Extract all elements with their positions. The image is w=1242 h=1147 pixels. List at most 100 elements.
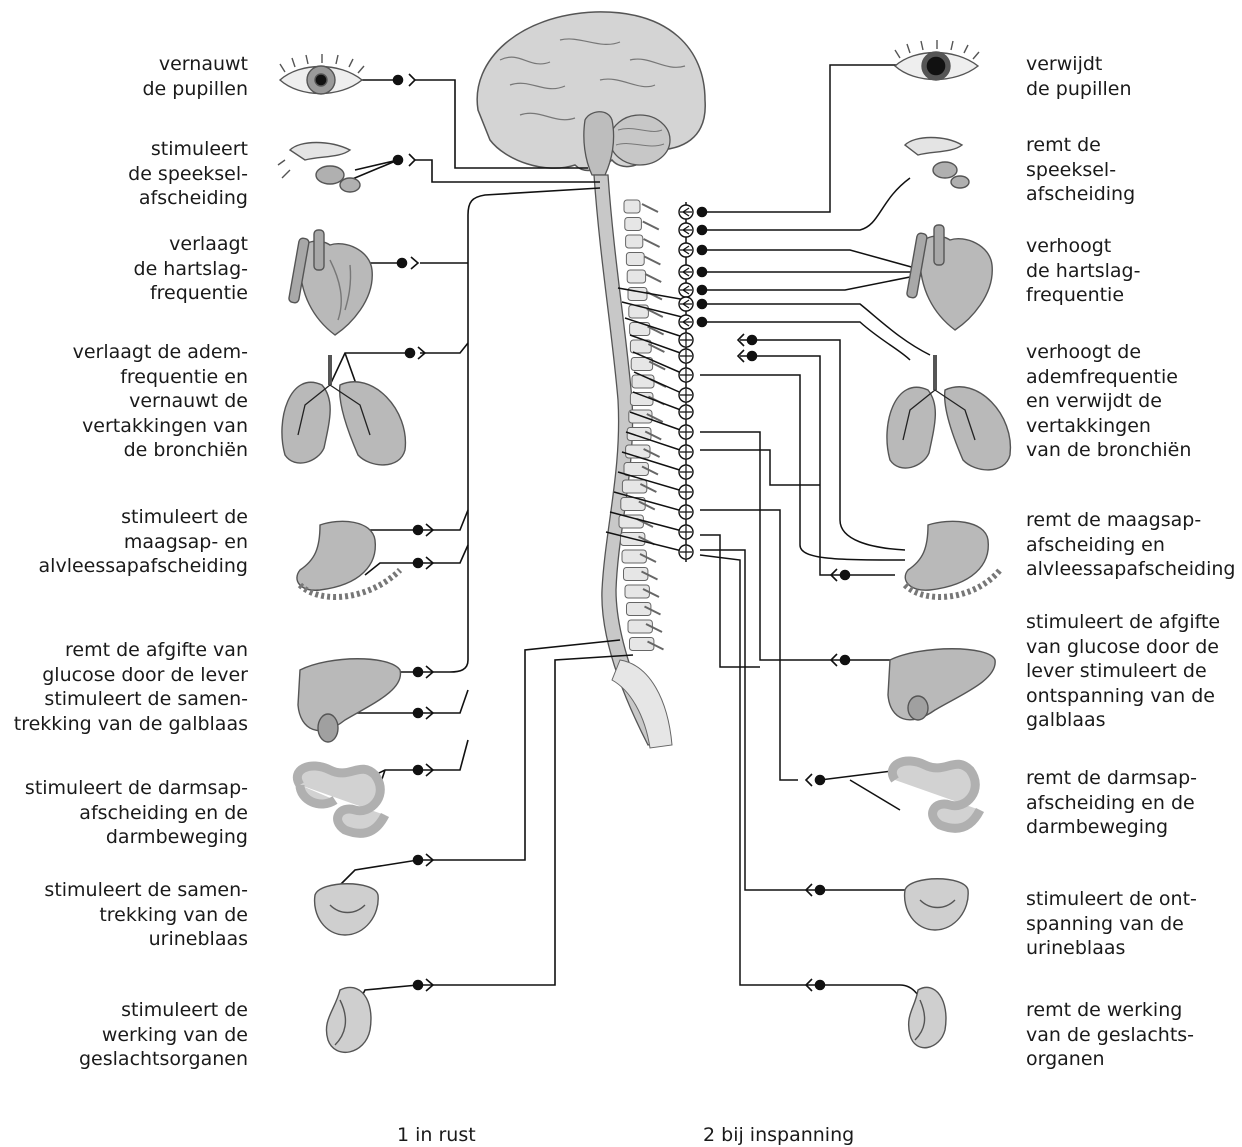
label-line: glucose door de lever: [14, 663, 248, 688]
label-line: verlaagt: [134, 232, 248, 257]
heart-left: [288, 230, 372, 335]
vertebra: [624, 200, 640, 213]
left-organs: [278, 54, 405, 1052]
right-effect-label: stimuleert de ont-spanning van deurinebl…: [1026, 887, 1197, 961]
eye-right: [895, 40, 979, 80]
right-organs: [887, 40, 1011, 1048]
label-line: vertakkingen van: [73, 414, 248, 439]
label-line: darmbeweging: [1026, 815, 1197, 840]
label-line: frequentie en: [73, 365, 248, 390]
vertebra-process: [642, 204, 658, 212]
bladder-right: [905, 879, 969, 930]
label-line: afscheiding en de: [1026, 791, 1197, 816]
label-line: remt de: [1026, 133, 1135, 158]
right-effect-label: verwijdtde pupillen: [1026, 52, 1132, 101]
label-line: frequentie: [134, 281, 248, 306]
label-line: remt de werking: [1026, 998, 1194, 1023]
label-line: darmbeweging: [25, 825, 248, 850]
label-line: organen: [1026, 1047, 1194, 1072]
vertebra: [627, 270, 645, 283]
caption-rest: 1 in rust: [397, 1124, 476, 1146]
label-line: stimuleert de afgifte: [1026, 610, 1220, 635]
intestine-right: [892, 761, 980, 828]
label-line: verwijdt: [1026, 52, 1132, 77]
vertebra-process: [644, 239, 660, 247]
label-line: stimuleert: [128, 137, 248, 162]
label-line: geslachtsorganen: [79, 1047, 248, 1072]
label-line: stimuleert de darmsap-: [25, 776, 248, 801]
label-line: stimuleert de ont-: [1026, 887, 1197, 912]
label-line: trekking van de galblaas: [14, 712, 248, 737]
label-line: de pupillen: [142, 77, 248, 102]
vertebra: [625, 218, 642, 231]
label-line: alvleessapafscheiding: [39, 554, 248, 579]
vertebra-process: [643, 222, 659, 230]
label-line: en verwijdt de: [1026, 389, 1191, 414]
label-line: de pupillen: [1026, 77, 1132, 102]
label-line: stimuleert de samen-: [14, 687, 248, 712]
lungs-left: [282, 355, 406, 465]
brain: [477, 12, 705, 175]
label-line: ontspanning van de: [1026, 684, 1220, 709]
label-line: afscheiding en de: [25, 801, 248, 826]
caption-exercise: 2 bij inspanning: [703, 1124, 854, 1146]
left-effect-label: remt de afgifte vanglucose door de lever…: [14, 638, 248, 736]
label-line: verhoogt: [1026, 234, 1140, 259]
salivary-gland-left: [278, 143, 360, 193]
label-line: remt de afgifte van: [14, 638, 248, 663]
vertebra: [624, 568, 648, 581]
left-effect-label: verlaagt de adem-frequentie envernauwt d…: [73, 340, 248, 463]
label-line: van de geslachts-: [1026, 1023, 1194, 1048]
liver-left: [298, 659, 400, 742]
label-line: de hartslag-: [134, 257, 248, 282]
label-line: de hartslag-: [1026, 259, 1140, 284]
vertebra: [629, 305, 649, 318]
stomach-right: [905, 521, 1000, 597]
label-line: ademfrequentie: [1026, 365, 1191, 390]
label-line: maagsap- en: [39, 530, 248, 555]
genitals-left: [326, 987, 371, 1052]
vertebra: [632, 375, 654, 388]
vertebra: [627, 603, 651, 616]
vertebra: [625, 585, 649, 598]
vertebra-process: [645, 274, 661, 282]
liver-right: [888, 649, 995, 720]
label-line: speeksel-: [1026, 158, 1135, 183]
label-line: verhoogt de: [1026, 340, 1191, 365]
label-line: afscheiding: [128, 186, 248, 211]
label-line: remt de darmsap-: [1026, 766, 1197, 791]
label-line: vertakkingen: [1026, 414, 1191, 439]
label-line: stimuleert de: [39, 505, 248, 530]
label-line: verlaagt de adem-: [73, 340, 248, 365]
sacrum: [612, 660, 672, 748]
label-line: van glucose door de: [1026, 635, 1220, 660]
label-line: de bronchiën: [73, 438, 248, 463]
label-line: vernauwt de: [73, 389, 248, 414]
label-line: vernauwt: [142, 52, 248, 77]
label-line: afscheiding en: [1026, 533, 1235, 558]
vertebra: [622, 480, 646, 493]
label-line: galblaas: [1026, 708, 1220, 733]
vertebra: [624, 463, 648, 476]
vertebra: [626, 235, 643, 248]
label-line: afscheiding: [1026, 182, 1135, 207]
vertebra-process: [644, 257, 660, 265]
vertebra: [626, 253, 644, 266]
vertebra: [628, 288, 647, 301]
label-line: stimuleert de: [79, 998, 248, 1023]
left-effect-label: stimuleert demaagsap- enalvleessapafsche…: [39, 505, 248, 579]
label-line: lever stimuleert de: [1026, 659, 1220, 684]
label-line: frequentie: [1026, 283, 1140, 308]
label-line: van de bronchiën: [1026, 438, 1191, 463]
label-line: werking van de: [79, 1023, 248, 1048]
